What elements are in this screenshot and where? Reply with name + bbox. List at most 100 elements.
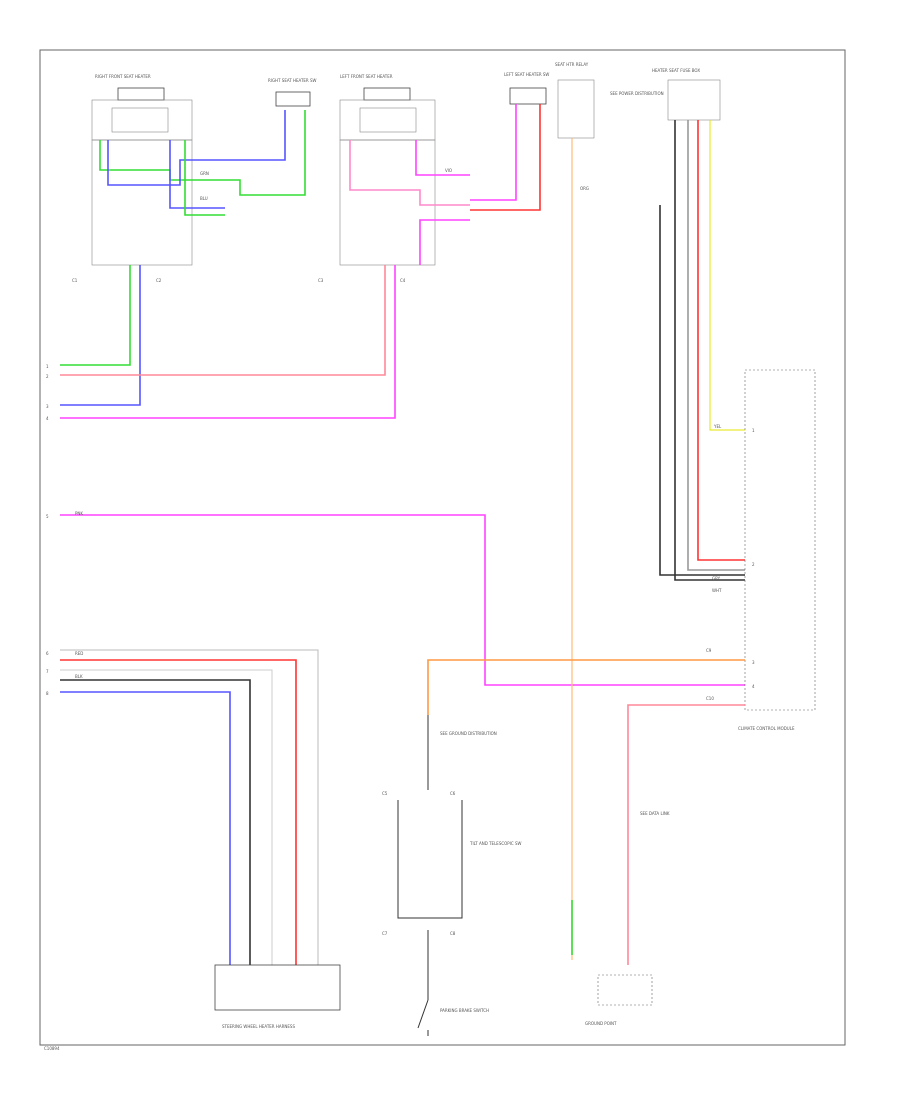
steering-wheel-heater-label: STEERING WHEEL HEATER HARNESS <box>222 1024 295 1029</box>
conn-c10: C10 <box>706 696 714 701</box>
junction-connector-group: C5 C6 C7 C8 SEE GROUND DISTRIBUTION TILT… <box>382 715 521 1000</box>
relay-note: SEE POWER DISTRIBUTION <box>610 91 664 96</box>
left-seat-heater-sw-box <box>509 87 547 105</box>
left-front-seat-heater: LEFT FRONT SEAT HEATER C3 C4 <box>318 74 436 283</box>
module-pin-1: 1 <box>752 428 755 433</box>
left-edge-pins: 1 2 3 4 5 6 7 8 <box>46 364 49 696</box>
junction-note: SEE GROUND DISTRIBUTION <box>440 731 497 736</box>
wire-yellow-1 <box>709 120 745 431</box>
heated-seat-fuse-box-label: HEATER SEAT FUSE BOX <box>652 68 700 73</box>
wire-pink-1 <box>349 140 470 206</box>
steering-harness-wires <box>60 649 319 965</box>
edge-pin-5: 5 <box>46 514 49 519</box>
wire-label-gry: GRY <box>712 576 721 581</box>
edge-pin-1: 1 <box>46 364 49 369</box>
wire-orange-module <box>427 659 745 715</box>
wire-red-sw <box>470 104 541 211</box>
wire-label-wht: WHT <box>712 588 722 593</box>
wire-blue-1 <box>107 110 286 186</box>
wire-label-yel: YEL <box>713 424 722 429</box>
ground-point: GROUND POINT SEE DATA LINK <box>585 811 670 1026</box>
left-seat-heater-body <box>339 99 436 141</box>
wire-pink-sw <box>470 104 517 201</box>
module-label: CLIMATE CONTROL MODULE <box>738 726 795 731</box>
tilt-sw-label: TILT AND TELESCOPIC SW <box>469 841 521 846</box>
module-pin-2: 2 <box>752 562 755 567</box>
wire-black-harness <box>60 679 251 965</box>
wire-red-bottom <box>627 704 745 965</box>
right-seat-conn-c2: C2 <box>156 278 162 283</box>
wire-red-1 <box>697 120 745 561</box>
ground-point-label: GROUND POINT <box>585 1021 617 1026</box>
parking-brake-switch-label: PARKING BRAKE SWITCH <box>440 1008 489 1013</box>
right-seat-conn-c1: C1 <box>72 278 78 283</box>
wire-label-blk: BLK <box>75 674 83 679</box>
wire-black-1 <box>659 205 745 576</box>
heated-seat-fuse-box: HEATER SEAT FUSE BOX <box>652 68 721 121</box>
module-pin-3: 3 <box>752 660 755 665</box>
wire-green-1 <box>99 110 306 196</box>
fuse-box-outline <box>667 79 721 121</box>
wire-green-3 <box>60 265 131 366</box>
wire-pink-down <box>60 265 386 376</box>
wire-blue-harness <box>60 691 231 965</box>
junction-label-c6: C6 <box>450 791 456 796</box>
left-seat-wires <box>60 104 745 686</box>
wire-gray-1 <box>687 120 745 571</box>
page-id-label: C10894 <box>44 1046 60 1051</box>
seat-heater-relay: SEAT HTR RELAY SEE POWER DISTRIBUTION <box>555 62 664 139</box>
diagram-frame <box>39 49 846 1046</box>
junction-label-c8: C8 <box>450 931 456 936</box>
left-seat-heater-sw-label: LEFT SEAT HEATER SW <box>504 72 549 77</box>
seat-heater-relay-box <box>557 79 595 139</box>
module-pin-4: 4 <box>752 684 755 689</box>
right-seat-wires <box>60 110 306 406</box>
edge-pin-8: 8 <box>46 691 49 696</box>
conn-c9: C9 <box>706 648 712 653</box>
junction-label-c5: C5 <box>382 791 388 796</box>
steering-wheel-heater-connector <box>214 964 341 1011</box>
wire-magenta-2 <box>419 219 470 265</box>
right-front-seat-heater: RIGHT FRONT SEAT HEATER C1 C2 <box>72 74 193 283</box>
wire-green-2 <box>184 140 225 216</box>
wire-lightgray-harness <box>60 669 273 965</box>
parking-brake-switch-symbol <box>417 999 429 1036</box>
junction-label-c7: C7 <box>382 931 388 936</box>
right-seat-heater-sw-box <box>275 91 311 107</box>
right-seat-heater-body <box>91 99 193 141</box>
right-seat-heater-lower-box <box>91 139 193 266</box>
edge-pin-2: 2 <box>46 374 49 379</box>
left-seat-heater-element <box>363 87 411 101</box>
wire-gray-top <box>60 649 319 965</box>
wire-label-grn: GRN <box>200 171 209 176</box>
module-connector <box>744 369 816 711</box>
right-seat-heater-inner <box>111 107 169 133</box>
climate-control-module: CLIMATE CONTROL MODULE 1 2 3 4 <box>738 369 816 731</box>
ground-symbol <box>597 974 653 1006</box>
ground-note: SEE DATA LINK <box>640 811 670 816</box>
edge-pin-3: 3 <box>46 404 49 409</box>
wire-magenta-long <box>60 514 745 686</box>
left-seat-heater-switch: LEFT SEAT HEATER SW <box>504 72 549 105</box>
wire-label-vio: VIO <box>445 168 452 173</box>
wire-label-org: ORG <box>580 186 589 191</box>
parking-brake-switch: PARKING BRAKE SWITCH <box>417 999 489 1036</box>
wire-magenta-1 <box>415 140 470 176</box>
left-seat-heater-inner <box>359 107 417 133</box>
wire-blue-2 <box>169 140 225 209</box>
right-seat-heater-switch: RIGHT SEAT HEATER SW <box>268 78 317 107</box>
wire-black-2 <box>674 120 745 581</box>
wire-label-red: RED <box>75 651 83 656</box>
junction-wire-left <box>397 800 463 919</box>
right-seat-heater-element <box>117 87 165 101</box>
wire-red-harness <box>60 659 297 965</box>
wire-magenta-down <box>60 265 396 419</box>
left-seat-heater-lower-box <box>339 139 436 266</box>
wire-label-pnk: PNK <box>75 511 83 516</box>
left-front-seat-heater-label: LEFT FRONT SEAT HEATER <box>340 74 393 79</box>
edge-pin-7: 7 <box>46 669 49 674</box>
edge-pin-4: 4 <box>46 416 49 421</box>
module-wires <box>659 120 745 581</box>
